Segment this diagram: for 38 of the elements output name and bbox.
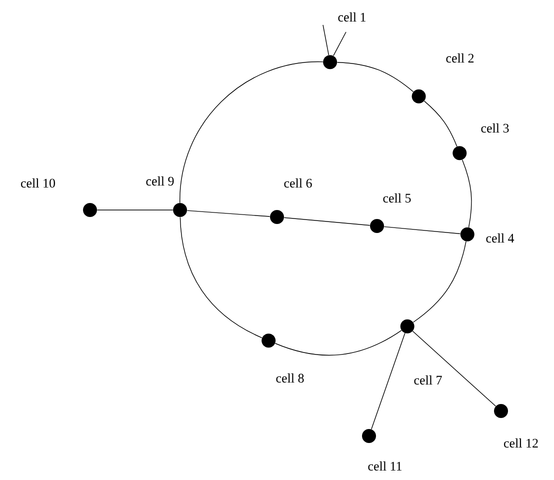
ring-arc <box>462 159 472 228</box>
cell-dot <box>494 404 508 418</box>
cell-dot <box>173 203 188 218</box>
ring-arc <box>336 62 414 92</box>
cell-label: cell 12 <box>504 438 538 448</box>
line <box>371 332 406 430</box>
line <box>384 226 461 234</box>
cell-label: cell 2 <box>446 53 474 63</box>
ring-arc <box>424 100 458 147</box>
cell-label: cell 8 <box>276 373 304 383</box>
ring-arc <box>274 330 402 356</box>
cell-label: cell 3 <box>481 123 509 133</box>
line <box>412 330 496 407</box>
line <box>322 24 330 56</box>
ring-arc <box>180 61 324 204</box>
cell-dot <box>262 334 276 348</box>
cell-dot <box>370 219 384 233</box>
cell-label: cell 5 <box>383 193 411 203</box>
line <box>186 210 270 217</box>
cell-dot <box>460 227 474 242</box>
cell-dot <box>452 146 467 160</box>
cell-label: cell 4 <box>486 233 514 243</box>
cell-dot <box>412 89 426 104</box>
cell-label: cell 9 <box>146 176 174 186</box>
cell-dot <box>323 55 338 70</box>
line <box>284 217 370 226</box>
line <box>333 32 346 56</box>
cell-label: cell 6 <box>284 178 312 188</box>
cell-label: cell 7 <box>414 375 442 385</box>
cell-label: cell 11 <box>368 461 402 471</box>
cell-dot <box>83 203 97 217</box>
cell-label: cell 1 <box>338 12 366 22</box>
cell-dot <box>362 429 376 443</box>
ring-arc <box>412 241 466 323</box>
cell-dot <box>270 210 284 224</box>
ring-arc <box>180 216 262 338</box>
cell-dot <box>400 319 414 334</box>
cell-label: cell 10 <box>21 178 56 188</box>
